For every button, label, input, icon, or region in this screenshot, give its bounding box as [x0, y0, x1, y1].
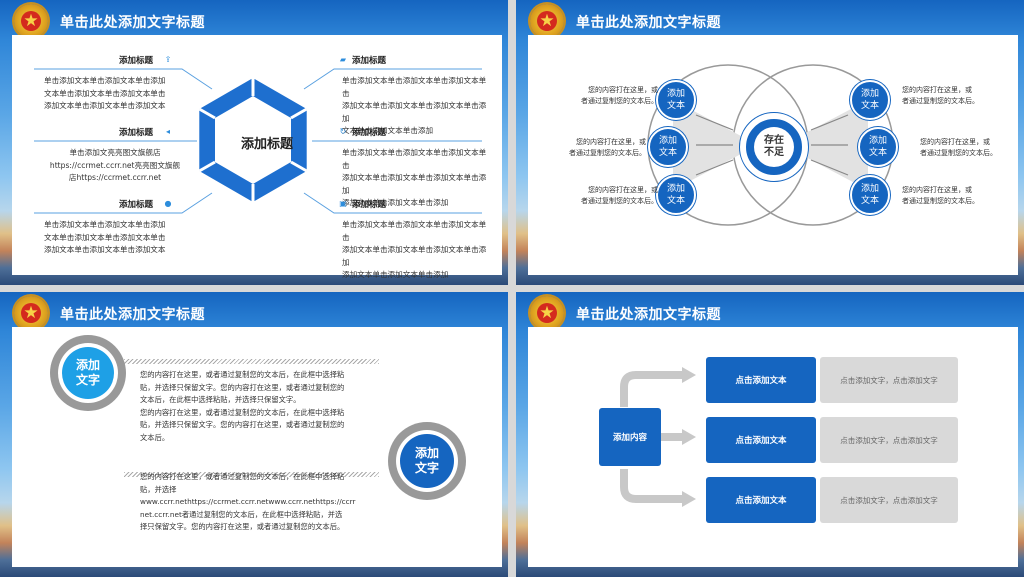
flow-box-3[interactable]: 点击添加文本 [706, 477, 816, 523]
left-text-3: 您的内容打在这里，或者通过复制您的文本后。 [581, 186, 658, 205]
wallet-icon: ▣ [339, 199, 347, 208]
center-node[interactable]: 存在 不足 [740, 113, 808, 181]
node-right-3[interactable]: 添加 文本 [850, 175, 890, 215]
speaker-icon: ◂ [165, 127, 170, 136]
flow-box-2[interactable]: 点击添加文本 [706, 417, 816, 463]
circle-badge-2[interactable]: 添加 文字 [388, 422, 466, 500]
node-right-1[interactable]: 添加 文本 [850, 80, 890, 120]
left-text-1: 您的内容打在这里，或者通过复制您的文本后。 [581, 86, 658, 105]
right-text-1: 您的内容打在这里，或者通过复制您的文本后。 [902, 86, 979, 105]
content-panel: 添加标题 添加标题 ⇪ 单击添加文本单击添加文本单击添加文本单击添加文本单击添加… [12, 35, 502, 279]
flow-desc-1[interactable]: 点击添加文字，点击添加文字 [820, 357, 958, 403]
item-text: 单击添加文本单击添加文本单击添加文本单击添加文本单击添加文本单击添加文本单击添加… [44, 220, 166, 254]
flow-desc-2[interactable]: 点击添加文字，点击添加文字 [820, 417, 958, 463]
node-left-2[interactable]: 添加 文本 [648, 127, 688, 167]
right-text-3: 您的内容打在这里，或者通过复制您的文本后。 [902, 186, 979, 205]
slide-2[interactable]: ★ 单击此处添加文字标题 添加 文本 添加 文本 添加 文本 添加 文本 添加 … [516, 0, 1024, 285]
center-title: 添加标题 [241, 137, 294, 152]
node-left-1[interactable]: 添加 文本 [656, 80, 696, 120]
slide-title: 单击此处添加文字标题 [60, 307, 205, 323]
hexagon-diagram [34, 68, 482, 214]
item-heading[interactable]: 添加标题 [119, 128, 154, 138]
content-panel: 添加 文字 添加 文字 您的内容打在这里，或者通过复制您的文本后，在此框中选择粘… [12, 327, 502, 567]
army-emblem-icon: ★ [530, 296, 564, 330]
slide-3[interactable]: ★ 单击此处添加文字标题 添加 文字 添加 文字 您的内容打在这里，或者通过复制… [0, 292, 508, 577]
root-node[interactable]: 添加内容 [599, 408, 661, 466]
flow-box-1[interactable]: 点击添加文本 [706, 357, 816, 403]
node-left-3[interactable]: 添加 文本 [656, 175, 696, 215]
content-panel: 添加 文本 添加 文本 添加 文本 添加 文本 添加 文本 添加 文本 存在 不… [528, 35, 1018, 275]
content-panel: 添加内容 点击添加文本 点击添加文字，点击添加文字 点击添加文本 点击添加文字，… [528, 327, 1018, 567]
share-icon: ⇪ [164, 55, 172, 64]
item-text: 单击添加文本单击添加文本单击添加文本单击添加文本单击添加文本单击添加文本单击添加… [342, 148, 487, 207]
slide-title: 单击此处添加文字标题 [60, 15, 205, 31]
item-heading[interactable]: 添加标题 [352, 56, 387, 66]
hatched-bar [124, 359, 379, 364]
item-heading[interactable]: 添加标题 [352, 200, 387, 210]
item-text: 单击添加文本单击添加文本单击添加文本单击添加文本单击添加文本单击添加文本单击添加… [44, 76, 166, 110]
item-heading[interactable]: 添加标题 [119, 56, 154, 66]
node-right-2[interactable]: 添加 文本 [858, 127, 898, 167]
army-emblem-icon: ★ [14, 4, 48, 38]
item-heading[interactable]: 添加标题 [352, 128, 387, 138]
slide-4[interactable]: ★ 单击此处添加文字标题 添加内容 点击添加文本 点击添加文字，点击添加文字 点… [516, 292, 1024, 577]
truck-icon: ▰ [339, 55, 347, 64]
army-emblem-icon: ★ [14, 296, 48, 330]
slide-title: 单击此处添加文字标题 [576, 307, 721, 323]
paragraph-1: 您的内容打在这里，或者通过复制您的文本后，在此框中选择粘贴，并选择只保留文字。您… [140, 370, 345, 442]
slide-1[interactable]: ★ 单击此处添加文字标题 添加标题 添加标题 [0, 0, 508, 285]
item-text: 单击添加文本单击添加文本单击添加文本单击添加文本单击添加文本单击添加文本单击添加… [342, 220, 487, 279]
venn-diagram [647, 64, 894, 226]
item-text: 单击添加文本单击添加文本单击添加文本单击添加文本单击添加文本单击添加文本单击添加… [342, 76, 487, 135]
hatched-bar [124, 472, 379, 477]
left-text-2: 您的内容打在这里，或者通过复制您的文本后。 [569, 138, 646, 157]
item-heading[interactable]: 添加标题 [119, 200, 154, 210]
right-text-2: 您的内容打在这里，或者通过复制您的文本后。 [920, 138, 997, 157]
army-emblem-icon: ★ [530, 4, 564, 38]
user-icon: ● [164, 199, 172, 208]
slide-title: 单击此处添加文字标题 [576, 15, 721, 31]
circle-badge-1[interactable]: 添加 文字 [50, 335, 126, 411]
flow-desc-3[interactable]: 点击添加文字，点击添加文字 [820, 477, 958, 523]
refresh-icon: ↻ [339, 127, 347, 136]
